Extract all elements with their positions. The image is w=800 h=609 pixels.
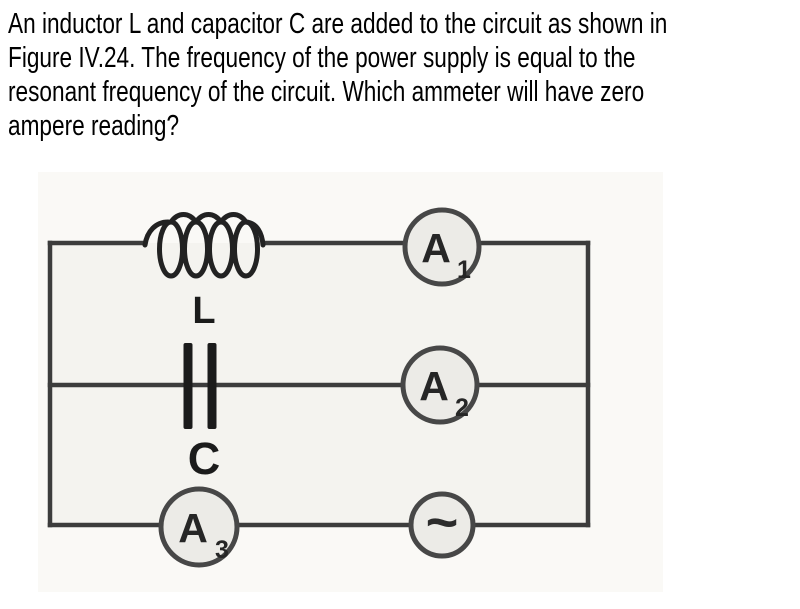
- inductor-arc: [168, 212, 199, 225]
- capacitor-plate-left: [183, 343, 193, 429]
- inductor-label: L: [192, 290, 215, 332]
- capacitor-icon: [183, 343, 217, 429]
- ammeter-1-circle: [402, 207, 482, 287]
- ammeter-1-subscript: 1: [457, 256, 471, 284]
- ammeter-3-subscript: 3: [215, 536, 229, 564]
- capacitor-label: C: [188, 433, 221, 484]
- ammeter-3-letter: A: [178, 505, 208, 551]
- ac-source-symbol: ~: [426, 490, 459, 553]
- question-line-1: An inductor L and capacitor C are added …: [8, 8, 668, 40]
- ammeter-3-circle: [158, 486, 240, 568]
- ammeter-2: A 2: [400, 345, 480, 425]
- ac-source-circle: [408, 491, 476, 559]
- question-line-2: Figure IV.24. The frequency of the power…: [8, 42, 636, 74]
- ammeter-2-subscript: 2: [455, 394, 469, 422]
- ammeter-1-letter: A: [421, 225, 451, 271]
- inductor-icon: [142, 212, 266, 279]
- inductor-lead-out: [243, 219, 266, 248]
- inductor-arc: [218, 212, 249, 225]
- inductor-arc: [193, 212, 224, 225]
- capacitor-plate-right: [207, 343, 217, 429]
- ammeter-3: A 3: [158, 486, 240, 568]
- ac-source: ~: [408, 490, 476, 559]
- ammeter-1: A 1: [402, 207, 482, 287]
- ammeter-2-letter: A: [419, 363, 449, 409]
- question-line-4: ampere reading?: [8, 110, 180, 142]
- question-text: An inductor L and capacitor C are added …: [8, 7, 800, 143]
- ammeter-2-circle: [400, 345, 480, 425]
- question-line-3: resonant frequency of the circuit. Which…: [8, 76, 645, 108]
